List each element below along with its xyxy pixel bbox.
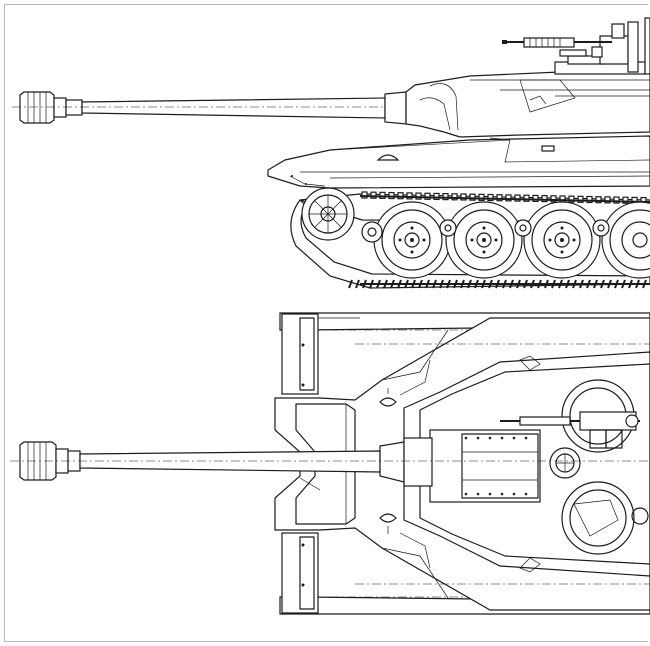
track-tread-link: [446, 279, 451, 289]
track-upper-link: [568, 195, 575, 203]
track-tread-link: [530, 279, 535, 289]
track-tread-link: [488, 279, 493, 289]
track-tread-link: [348, 279, 353, 289]
track-tread-link: [614, 279, 619, 289]
track-tread-link: [467, 279, 472, 289]
track-upper-link: [406, 192, 413, 200]
track-tread-link: [390, 279, 395, 289]
track-tread-link: [362, 279, 367, 289]
top-fittings: [299, 388, 397, 534]
track-upper-link: [379, 191, 386, 199]
track-upper-link: [460, 193, 467, 201]
side-turret: [405, 17, 650, 138]
track-tread-link: [383, 279, 388, 289]
side-drive-sprocket: [301, 187, 355, 241]
track-upper-link: [604, 196, 611, 204]
side-road-wheels: [361, 201, 650, 279]
track-upper-link: [541, 195, 548, 203]
track-tread-link: [439, 279, 444, 289]
track-tread-link: [579, 279, 584, 289]
track-upper-link: [532, 194, 539, 203]
track-tread-link: [642, 279, 647, 289]
side-gun-barrel: [12, 91, 470, 125]
track-upper-link: [388, 191, 395, 200]
track-tread-link: [551, 279, 556, 289]
track-tread-link: [600, 279, 605, 289]
track-tread-link: [516, 279, 521, 289]
top-turret: [403, 351, 650, 577]
track-tread-link: [481, 279, 486, 289]
track-tread-link: [432, 279, 437, 289]
track-tread-link: [586, 279, 591, 289]
track-upper-link: [514, 194, 521, 202]
track-tread-link: [565, 279, 570, 289]
track-tread-link: [628, 279, 633, 289]
track-tread-link: [502, 279, 507, 289]
track-tread-link: [425, 279, 430, 289]
track-upper-link: [442, 193, 449, 201]
track-upper-link: [361, 191, 368, 199]
top-view: [10, 312, 650, 615]
track-tread-link: [376, 279, 381, 289]
track-upper-link: [505, 194, 512, 202]
track-upper-link: [397, 192, 404, 200]
track-upper-link: [586, 195, 593, 204]
track-tread-link: [523, 279, 528, 289]
track-upper-link: [595, 196, 602, 204]
track-upper-link: [550, 195, 557, 203]
track-upper-link: [415, 192, 422, 200]
track-tread-link: [621, 279, 626, 289]
track-tread-link: [453, 279, 458, 289]
side-hull: [267, 135, 650, 189]
track-upper-link: [487, 193, 494, 202]
track-upper-link: [523, 194, 530, 202]
track-tread-link: [544, 279, 549, 289]
track-tread-link: [474, 279, 479, 289]
track-upper-link: [577, 195, 584, 203]
track-tread-link: [418, 279, 423, 289]
track-tread-link: [607, 279, 612, 289]
track-tread-link: [572, 279, 577, 289]
track-tread-link: [593, 279, 598, 289]
track-tread-link: [404, 279, 409, 289]
track-upper-link: [478, 193, 485, 201]
track-upper-link: [622, 196, 629, 204]
track-upper-link: [370, 191, 377, 199]
track-tread-link: [355, 279, 360, 289]
track-upper-link: [496, 194, 503, 202]
track-tread-link: [558, 279, 563, 289]
track-tread-link: [537, 279, 542, 289]
top-gun-barrel: [10, 437, 650, 487]
track-tread-link: [397, 279, 402, 289]
track-upper-link: [469, 193, 476, 201]
track-upper-link: [424, 192, 431, 200]
track-upper-link: [613, 196, 620, 204]
track-tread-link: [369, 279, 374, 289]
track-upper-link: [433, 192, 440, 201]
track-tread-link: [460, 279, 465, 289]
track-tread-link: [411, 279, 416, 289]
side-view: [12, 17, 650, 289]
track-tread-link: [495, 279, 500, 289]
track-tread-link: [635, 279, 640, 289]
track-upper-link: [451, 193, 458, 201]
track-tread-link: [509, 279, 514, 289]
